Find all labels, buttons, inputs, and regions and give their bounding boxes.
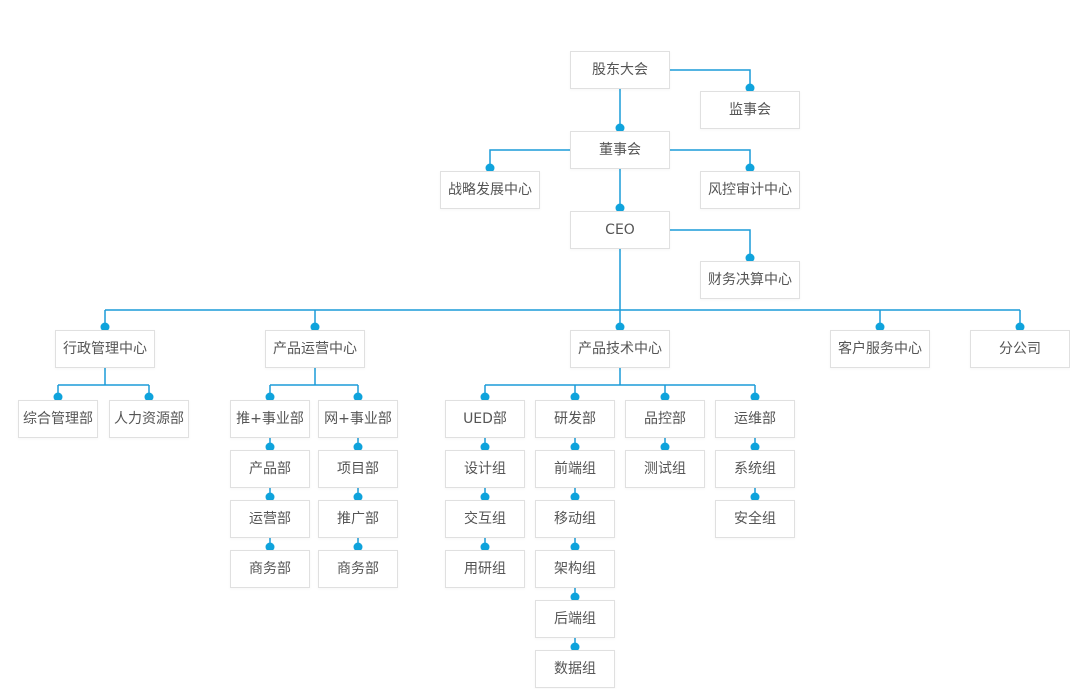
node-business-dept-tui[interactable]: 商务部 [230, 550, 310, 588]
node-security-group[interactable]: 安全组 [715, 500, 795, 538]
junction-dot [100, 322, 110, 332]
node-board-of-directors[interactable]: 董事会 [570, 131, 670, 169]
junction-dot [570, 642, 580, 652]
node-frontend-group[interactable]: 前端组 [535, 450, 615, 488]
node-mobile-group[interactable]: 移动组 [535, 500, 615, 538]
junction-dot [1015, 322, 1025, 332]
node-product-tech-center[interactable]: 产品技术中心 [570, 330, 670, 368]
node-business-dept-wang[interactable]: 商务部 [318, 550, 398, 588]
node-user-research-group[interactable]: 用研组 [445, 550, 525, 588]
junction-dot [480, 442, 490, 452]
junction-dot [615, 123, 625, 133]
junction-dot [265, 442, 275, 452]
node-interaction-group[interactable]: 交互组 [445, 500, 525, 538]
junction-dot [615, 322, 625, 332]
junction-dot [750, 442, 760, 452]
junction-dot [53, 392, 63, 402]
node-hr-dept[interactable]: 人力资源部 [109, 400, 189, 438]
junction-dot [875, 322, 885, 332]
junction-dot [570, 592, 580, 602]
node-shareholders-meeting[interactable]: 股东大会 [570, 51, 670, 89]
node-tui-business-dept[interactable]: 推+事业部 [230, 400, 310, 438]
node-system-group[interactable]: 系统组 [715, 450, 795, 488]
connector [670, 229, 751, 258]
junction-dot [660, 442, 670, 452]
node-promotion-dept[interactable]: 推广部 [318, 500, 398, 538]
junction-dot [353, 542, 363, 552]
junction-dot [265, 392, 275, 402]
junction-dot [310, 322, 320, 332]
junction-dot [570, 542, 580, 552]
junction-dot [265, 492, 275, 502]
node-data-group[interactable]: 数据组 [535, 650, 615, 688]
node-ued-dept[interactable]: UED部 [445, 400, 525, 438]
connector [670, 149, 751, 168]
node-test-group[interactable]: 测试组 [625, 450, 705, 488]
node-qc-dept[interactable]: 品控部 [625, 400, 705, 438]
junction-dot [353, 392, 363, 402]
connector [670, 69, 751, 88]
node-rd-dept[interactable]: 研发部 [535, 400, 615, 438]
node-om-dept[interactable]: 运维部 [715, 400, 795, 438]
node-design-group[interactable]: 设计组 [445, 450, 525, 488]
node-operation-dept[interactable]: 运营部 [230, 500, 310, 538]
connector [484, 368, 756, 397]
junction-dot [570, 392, 580, 402]
node-ceo[interactable]: CEO [570, 211, 670, 249]
junction-dot [480, 392, 490, 402]
node-backend-group[interactable]: 后端组 [535, 600, 615, 638]
node-risk-audit-center[interactable]: 风控审计中心 [700, 171, 800, 209]
junction-dot [485, 163, 495, 173]
node-admin-center[interactable]: 行政管理中心 [55, 330, 155, 368]
connector [269, 368, 359, 397]
node-wang-business-dept[interactable]: 网+事业部 [318, 400, 398, 438]
junction-dot [745, 163, 755, 173]
node-architecture-group[interactable]: 架构组 [535, 550, 615, 588]
junction-dot [745, 83, 755, 93]
node-branch-company[interactable]: 分公司 [970, 330, 1070, 368]
node-general-mgmt-dept[interactable]: 综合管理部 [18, 400, 98, 438]
node-supervisory-board[interactable]: 监事会 [700, 91, 800, 129]
node-customer-service-center[interactable]: 客户服务中心 [830, 330, 930, 368]
junction-dot [144, 392, 154, 402]
junction-dot [480, 542, 490, 552]
junction-dot [265, 542, 275, 552]
junction-dot [750, 392, 760, 402]
node-project-dept[interactable]: 项目部 [318, 450, 398, 488]
junction-dot [353, 492, 363, 502]
junction-dot [750, 492, 760, 502]
junction-dot [570, 442, 580, 452]
junction-dot [745, 253, 755, 263]
junction-dot [660, 392, 670, 402]
connector [489, 149, 570, 168]
junction-dot [353, 442, 363, 452]
connector [57, 368, 150, 397]
node-finance-center[interactable]: 财务决算中心 [700, 261, 800, 299]
junction-dot [480, 492, 490, 502]
node-strategy-dev-center[interactable]: 战略发展中心 [440, 171, 540, 209]
connector [104, 249, 1021, 327]
junction-dot [570, 492, 580, 502]
junction-dot [615, 203, 625, 213]
node-product-ops-center[interactable]: 产品运营中心 [265, 330, 365, 368]
node-product-dept[interactable]: 产品部 [230, 450, 310, 488]
